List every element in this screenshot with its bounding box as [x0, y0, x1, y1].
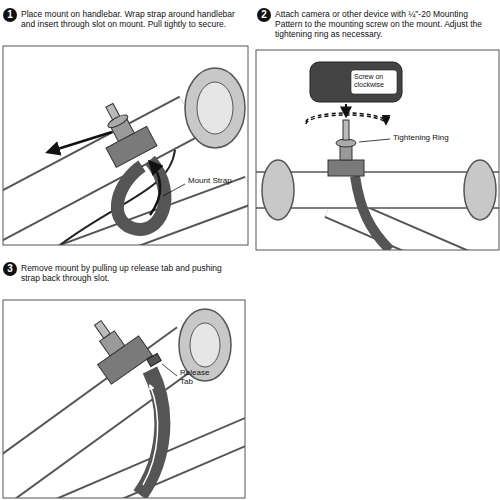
callout-label: Tightening Ring	[393, 133, 493, 142]
step-number: 1	[3, 8, 17, 22]
panel-two-scene	[310, 62, 402, 102]
panel-frame	[256, 50, 499, 250]
panel-one-scene	[197, 82, 233, 134]
panel-one-scene	[117, 160, 165, 229]
panel-one-scene	[163, 184, 185, 196]
callout-label: Release Tab	[180, 368, 224, 386]
panel-one-scene	[150, 162, 160, 215]
device-tag: Screw on clockwise	[354, 73, 395, 89]
panel-one-scene	[106, 113, 129, 130]
panel-two-scene	[262, 160, 294, 220]
panel-one-scene	[89, 95, 157, 168]
panel-three-scene	[95, 321, 111, 339]
panel-one-scene	[48, 132, 112, 152]
step-instruction: Place mount on handlebar. Wrap strap aro…	[21, 9, 246, 29]
panel-two-scene	[345, 104, 347, 116]
panel-one-scene	[185, 68, 245, 148]
step-instruction: Remove mount by pulling up release tab a…	[21, 263, 243, 283]
panel-two-scene	[328, 160, 364, 176]
panel-two-scene	[343, 120, 349, 140]
panel-three-scene	[3, 308, 245, 498]
panel-three-scene	[78, 308, 152, 384]
panel-two-scene	[306, 115, 386, 124]
step-number: 3	[3, 262, 17, 276]
panel-two-scene	[359, 139, 390, 142]
panel-two-scene	[355, 176, 390, 250]
panel-two-scene	[330, 205, 480, 250]
panel-two-scene	[256, 62, 499, 250]
panel-two-scene	[464, 160, 496, 220]
panel-three-scene	[140, 370, 162, 495]
panel-frame	[3, 46, 248, 245]
panel-two-scene	[351, 70, 397, 94]
panel-frame	[3, 300, 245, 498]
panel-three-scene	[162, 364, 177, 376]
panel-three-scene	[190, 323, 220, 367]
step-number: 2	[257, 8, 271, 22]
callout-label: Mount Strap	[188, 176, 240, 185]
panel-one-scene	[3, 68, 248, 245]
panel-three-scene	[147, 354, 161, 367]
panel-two-scene	[330, 205, 480, 250]
panel-three-scene	[143, 385, 158, 485]
step-instruction: Attach camera or other device with ¼"-20…	[275, 9, 497, 40]
